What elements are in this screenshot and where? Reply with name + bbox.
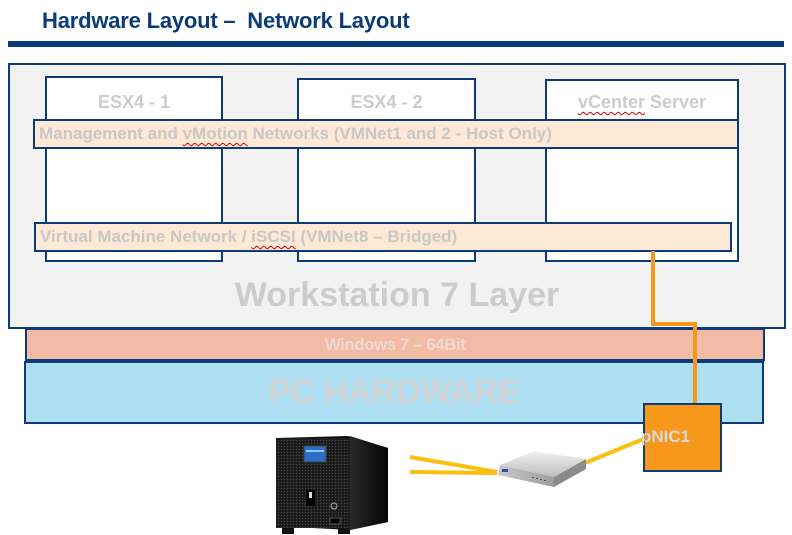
windows-os-layer: Windows 7 – 64Bit [25, 328, 765, 361]
spellcheck-word: vCenter [577, 92, 645, 112]
spellcheck-word: vMotion [182, 124, 248, 143]
page-title: Hardware Layout – Network Layout [42, 8, 410, 33]
switch-to-nic-cable [584, 436, 647, 465]
vm-network-iscsi-bar: Virtual Machine Network / iSCSI (VMNet8 … [34, 222, 732, 252]
pnic1-box: pNIC1 [641, 403, 722, 472]
nas-to-switch-cable-2 [409, 470, 498, 475]
workstation-layer-label: Workstation 7 Layer [234, 276, 560, 314]
pnic1-label: pNIC1 [641, 427, 691, 446]
title-underline [8, 41, 784, 47]
management-vmotion-network-bar: Management and vMotion Networks (VMNet1 … [33, 119, 739, 149]
nas-to-switch-cable-1 [409, 455, 498, 474]
network-switch-icon [498, 451, 586, 487]
spellcheck-word: iSCSI [251, 227, 296, 246]
host-label: vCenter Server [577, 92, 707, 112]
host-label: ESX4 - 2 [350, 92, 423, 112]
pc-hardware-layer: PC HARDWARE [24, 361, 764, 424]
nas-device-icon [276, 436, 388, 534]
host-label: ESX4 - 1 [97, 92, 171, 112]
